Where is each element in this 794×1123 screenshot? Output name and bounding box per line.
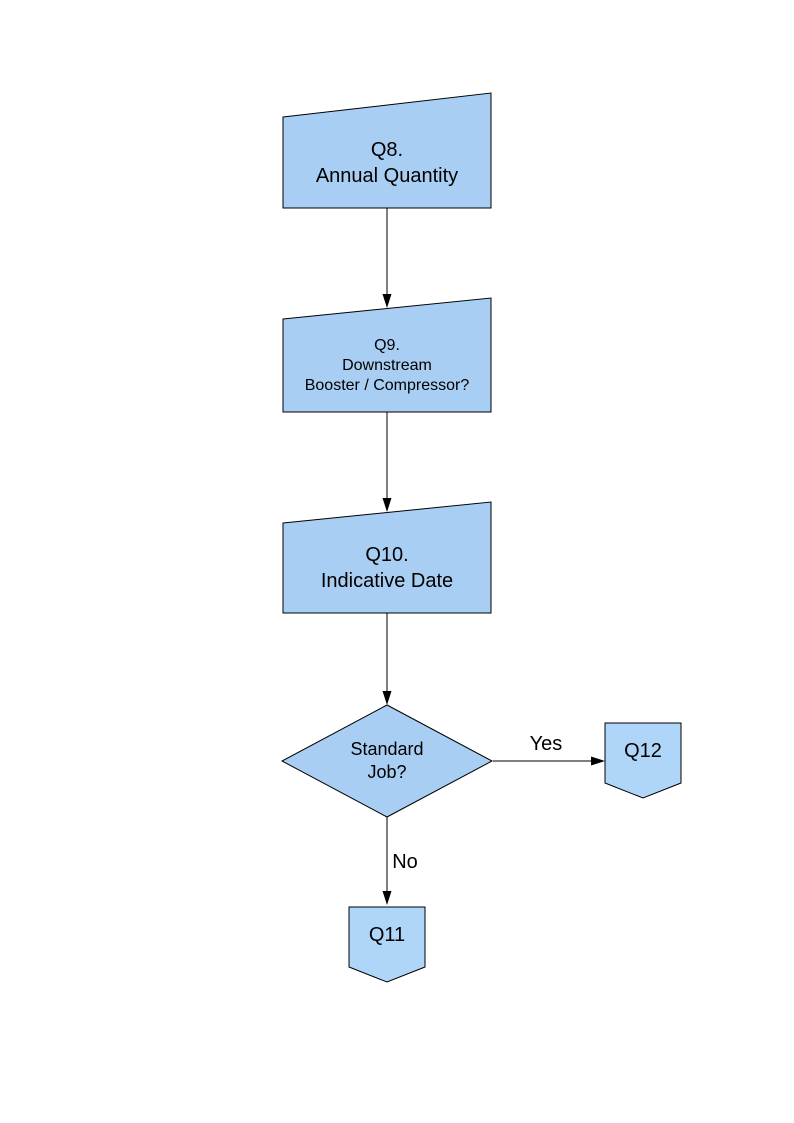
node-decision-shape [280,704,494,818]
node-q9-shape [282,297,492,413]
edge-q8-q9 [382,208,392,308]
edge-decision-q12-yes [493,756,605,766]
node-q12-shape [604,722,682,799]
edge-q9-q10 [382,412,392,512]
node-q11-shape [348,906,426,983]
edge-q10-decision [382,613,392,705]
node-q10-shape [282,501,492,614]
node-q8-shape [282,92,492,209]
edge-decision-q11-no [382,817,392,905]
